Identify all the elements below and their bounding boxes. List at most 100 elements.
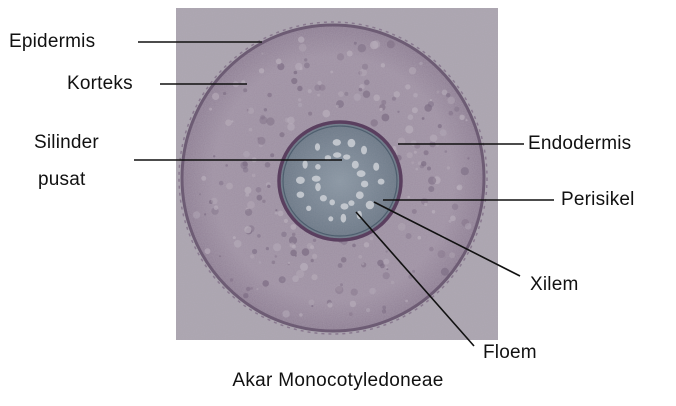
cortex-cell: [428, 101, 434, 107]
cortex-cell: [259, 261, 261, 263]
cortex-cell: [359, 88, 363, 92]
xylem-vessel: [341, 214, 347, 223]
xylem-vessel: [306, 206, 311, 211]
cortex-cell: [459, 115, 464, 120]
cortex-cell: [287, 117, 295, 125]
cortex-cell: [219, 181, 224, 186]
cortex-cell: [282, 310, 289, 317]
cortex-cell: [412, 270, 415, 273]
cortex-cell: [264, 108, 267, 111]
cortex-cell: [437, 91, 440, 94]
cortex-cell: [405, 125, 413, 133]
cortex-cell: [350, 301, 356, 307]
xylem-vessel: [378, 179, 385, 185]
cortex-cell: [340, 283, 343, 286]
cortex-cell: [461, 167, 469, 175]
xylem-vessel: [328, 216, 333, 221]
cortex-cell: [270, 153, 274, 157]
cortex-cell: [243, 167, 249, 173]
cortex-cell: [397, 111, 399, 113]
cortex-cell: [447, 166, 450, 169]
cortex-cell: [405, 300, 408, 303]
cortex-cell: [398, 223, 406, 231]
cortex-cell: [382, 114, 390, 122]
cortex-cell: [449, 252, 455, 258]
cortex-cell: [219, 255, 221, 257]
cortex-cell: [311, 259, 314, 262]
xylem-vessel: [333, 139, 341, 146]
cortex-cell: [418, 236, 422, 240]
xylem-vessel: [341, 203, 349, 209]
cortex-cell: [296, 270, 304, 278]
cortex-cell: [266, 247, 269, 250]
xylem-vessel: [343, 154, 350, 159]
cortex-cell: [297, 86, 302, 91]
cortex-cell: [272, 261, 276, 265]
cortex-cell: [445, 150, 448, 153]
cortex-cell: [292, 233, 296, 237]
xylem-vessel: [352, 161, 359, 169]
cortex-cell: [364, 80, 370, 86]
cortex-cell: [304, 63, 310, 69]
xylem-vessel: [333, 152, 341, 157]
cortex-cell: [383, 259, 389, 265]
cortex-cell: [288, 262, 290, 264]
cortex-cell: [231, 120, 233, 122]
cortex-cell: [243, 88, 247, 92]
cortex-cell: [302, 248, 310, 256]
cortex-cell: [414, 151, 417, 154]
cortex-cell: [307, 243, 313, 249]
label-silinder-pusat-line2: pusat: [38, 169, 85, 191]
cortex-cell: [250, 287, 253, 290]
xylem-vessel: [357, 170, 366, 177]
cortex-cell: [257, 195, 263, 201]
cortex-cell: [362, 263, 365, 266]
cortex-cell: [335, 286, 343, 294]
cortex-cell: [429, 247, 434, 252]
cortex-cell: [456, 186, 460, 190]
cortex-cell: [308, 112, 312, 116]
xylem-vessel: [315, 143, 320, 151]
cortex-cell: [466, 119, 468, 121]
cortex-cell: [298, 36, 304, 42]
cortex-cell: [338, 91, 344, 97]
cortex-cell: [430, 135, 438, 143]
cortex-cell: [265, 162, 271, 168]
cortex-cell: [308, 89, 312, 93]
cortex-cell: [413, 93, 418, 98]
cortex-cell: [386, 251, 388, 253]
cortex-cell: [298, 98, 301, 101]
cortex-cell: [407, 152, 413, 158]
cortex-cell: [294, 71, 298, 75]
cortex-cell: [386, 267, 388, 269]
cortex-cell: [467, 157, 469, 159]
cortex-cell: [233, 236, 236, 239]
cortex-cell: [225, 119, 232, 126]
cortex-cell: [281, 232, 286, 237]
cortex-cell: [394, 91, 400, 97]
cortex-cell: [362, 64, 368, 70]
label-korteks: Korteks: [67, 73, 133, 95]
cortex-cell: [204, 213, 206, 215]
cortex-cell: [347, 51, 353, 57]
cortex-cell: [252, 249, 257, 254]
cortex-cell: [336, 105, 339, 108]
cortex-cell: [421, 161, 426, 166]
cortex-cell: [327, 302, 332, 307]
cortex-cell: [349, 312, 353, 316]
cortex-cell: [201, 176, 206, 181]
cortex-cell: [330, 71, 333, 74]
cortex-cell: [351, 289, 358, 296]
cortex-cell: [267, 93, 272, 98]
cortex-cell: [441, 268, 449, 276]
cortex-cell: [266, 117, 274, 125]
cortex-cell: [369, 288, 376, 295]
cortex-cell: [313, 239, 316, 242]
cortex-cell: [284, 219, 288, 223]
cortex-cell: [411, 161, 414, 164]
cortex-cell: [412, 107, 418, 113]
cortex-cell: [225, 164, 228, 167]
cortex-cell: [382, 306, 386, 310]
xylem-vessel: [297, 192, 305, 198]
label-xilem: Xilem: [530, 274, 579, 296]
